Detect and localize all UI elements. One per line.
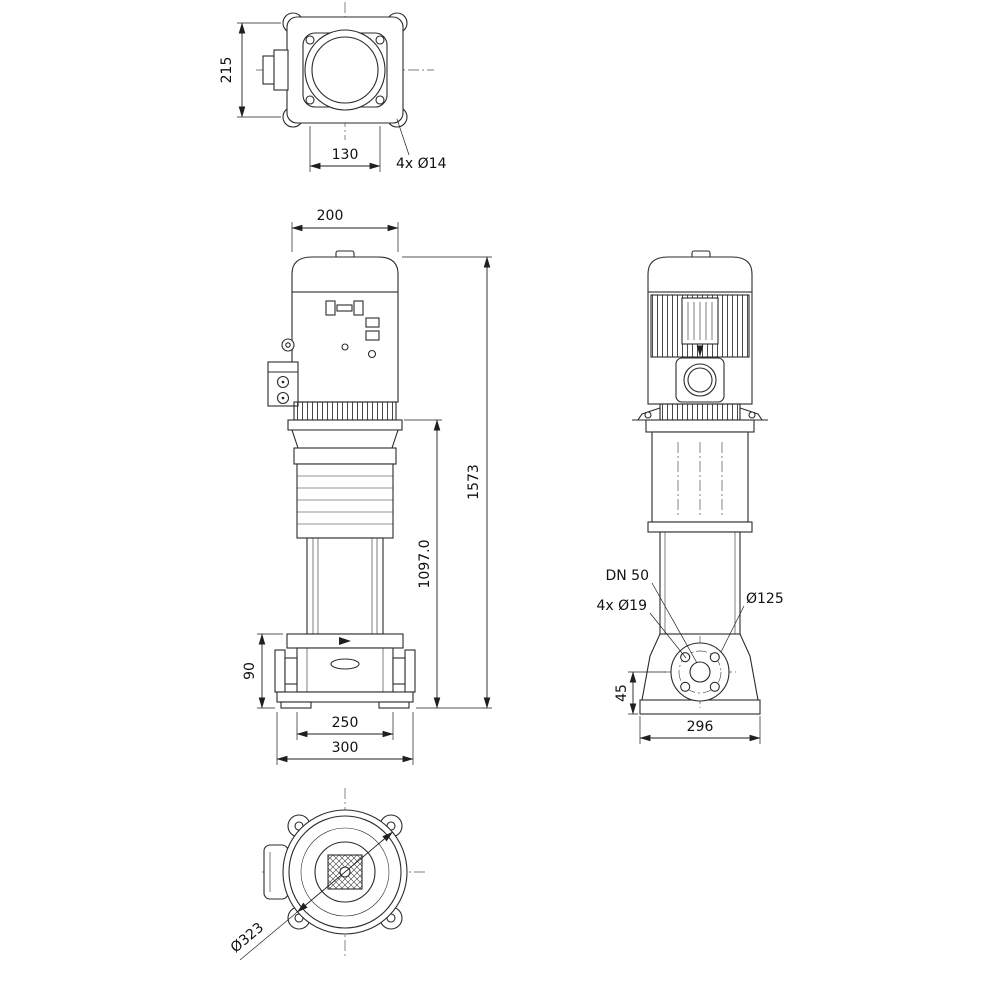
dim-top-bolt-spacing-v: 215 <box>219 22 281 118</box>
suction-port-front <box>274 649 286 693</box>
dim-label-o323: Ø323 <box>228 920 267 957</box>
pump-base-side <box>639 633 761 715</box>
dim-base-height: 90 <box>242 633 283 709</box>
front-view: 200 <box>242 208 492 765</box>
dim-label-4x19: 4x Ø19 <box>597 598 647 614</box>
dim-label-130: 130 <box>332 147 359 163</box>
dim-flange-center-height: 45 <box>614 671 666 715</box>
terminal-box-front <box>267 361 299 407</box>
callout-top-bolt-holes: 4x Ø14 <box>396 118 447 172</box>
dim-label-215: 215 <box>219 57 235 84</box>
callout-flange-diameter: Ø125 <box>720 591 784 653</box>
dim-label-300: 300 <box>332 740 359 756</box>
pump-base-front <box>274 633 416 709</box>
stage-stack-front <box>296 463 394 539</box>
motor-foot-front <box>293 401 397 421</box>
dim-base-depth: 296 <box>639 716 761 744</box>
dim-label-250: 250 <box>332 715 359 731</box>
shaft-end <box>683 363 717 397</box>
dim-label-200: 200 <box>317 208 344 224</box>
dim-label-1097: 1097.0 <box>417 540 433 589</box>
top-view: 215 130 4x Ø14 <box>219 2 447 172</box>
discharge-port-front <box>404 649 416 693</box>
dim-label-1573: 1573 <box>466 464 482 500</box>
dim-label-4x14: 4x Ø14 <box>396 156 447 172</box>
dim-port-span: 250 <box>296 712 394 740</box>
dim-pump-unit-height: 1097.0 <box>404 419 442 709</box>
dim-label-o125: Ø125 <box>746 591 784 607</box>
callout-flange-holes: 4x Ø19 <box>597 598 687 659</box>
dim-label-296: 296 <box>687 719 714 735</box>
dim-label-45: 45 <box>614 684 630 702</box>
callout-flange-size: DN 50 <box>605 568 698 664</box>
column-front <box>306 537 384 635</box>
bottom-view: Ø323 <box>228 788 428 961</box>
flow-arrow-icon <box>339 637 351 645</box>
pump-head-front <box>293 447 397 465</box>
dim-top-bolt-spacing-h: 130 <box>309 126 381 172</box>
side-view: DN 50 4x Ø19 Ø125 45 296 <box>597 250 784 744</box>
pump-section-side <box>645 419 755 635</box>
dim-label-dn50: DN 50 <box>605 568 649 584</box>
motor-side <box>632 250 768 421</box>
eyebolt <box>281 338 295 352</box>
dim-base-width: 300 <box>276 712 414 765</box>
dim-motor-width: 200 <box>291 208 399 252</box>
adapter-front <box>291 429 399 449</box>
dim-total-height: 1573 <box>402 256 492 709</box>
motor-front <box>267 250 403 431</box>
dim-label-90: 90 <box>242 662 258 680</box>
